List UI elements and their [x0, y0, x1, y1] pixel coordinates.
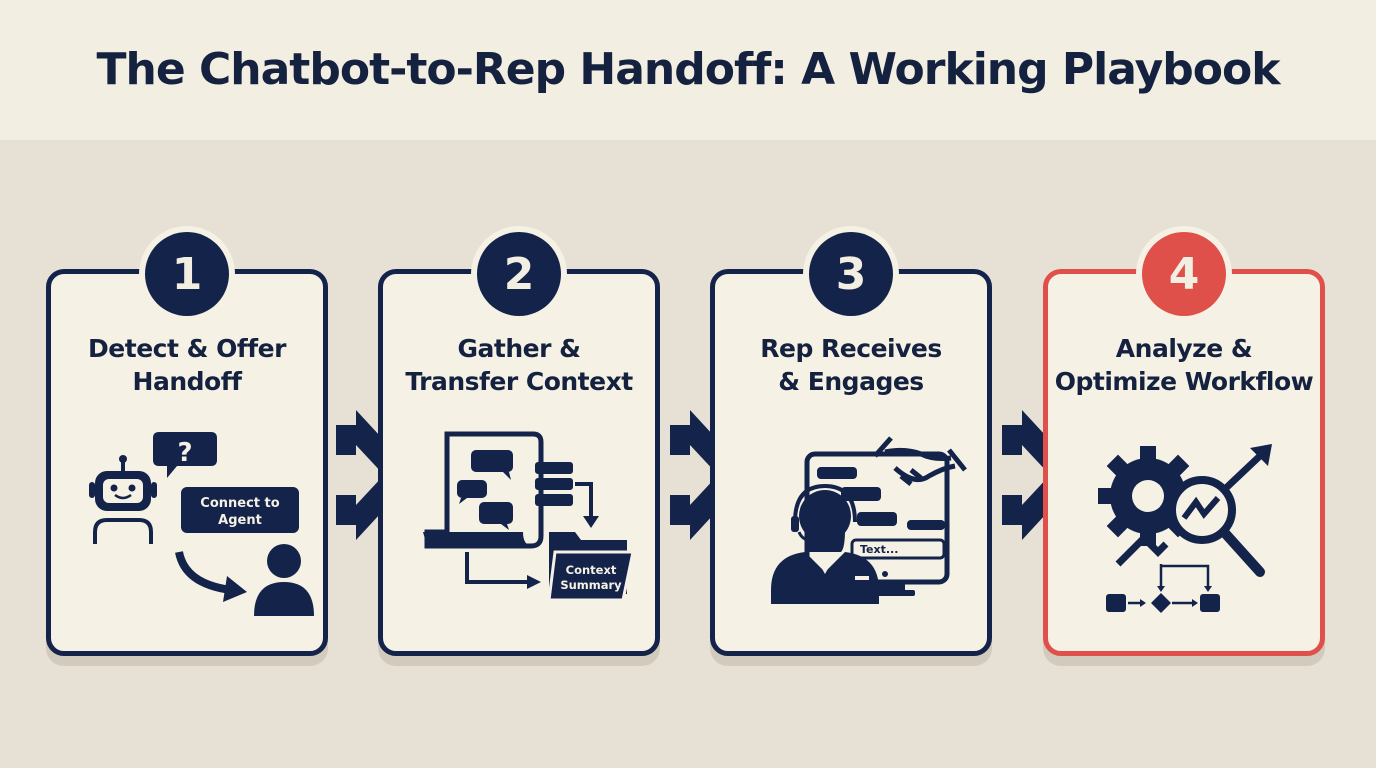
- curved-arrow-icon: [175, 551, 247, 602]
- step-title-line: Gather &: [457, 334, 581, 363]
- arrow-icon: [465, 552, 541, 589]
- step-title: Detect & Offer Handoff: [51, 332, 323, 398]
- svg-text:?: ?: [177, 438, 192, 468]
- step-2-illustration: Context Summary: [423, 431, 635, 602]
- svg-text:Context: Context: [566, 563, 617, 577]
- step-badge-ring: 3: [803, 226, 899, 322]
- trend-arrow-icon: [1115, 444, 1272, 567]
- step-title-line: Transfer Context: [405, 367, 633, 396]
- svg-text:Summary: Summary: [560, 578, 622, 592]
- step-badge-ring: 1: [139, 226, 235, 322]
- step-number-badge: 1: [145, 232, 229, 316]
- step-number-badge: 4: [1142, 232, 1226, 316]
- svg-text:Text...: Text...: [860, 543, 898, 556]
- step-title: Analyze & Optimize Workflow: [1048, 332, 1320, 398]
- step-card-1: 1 Detect & Offer Handoff ? Connect to Ag…: [46, 226, 328, 656]
- transcript-scroll-icon: [423, 431, 544, 549]
- svg-text:Connect to: Connect to: [200, 496, 279, 511]
- step-title: Rep Receives & Engages: [715, 332, 987, 398]
- step-title-line: Rep Receives: [760, 334, 942, 363]
- magnifier-chart-icon: [1168, 476, 1265, 577]
- arrow-right-icon: [336, 410, 416, 540]
- page-title: The Chatbot-to-Rep Handoff: A Working Pl…: [96, 43, 1281, 95]
- step-title-line: & Engages: [778, 367, 924, 396]
- header: The Chatbot-to-Rep Handoff: A Working Pl…: [0, 0, 1376, 140]
- step-card-4: 4 Analyze & Optimize Workflow: [1043, 226, 1325, 656]
- agent-headset-icon: [771, 483, 879, 604]
- handshake-icon: [873, 436, 967, 486]
- step-number-badge: 3: [809, 232, 893, 316]
- database-server-icon: [535, 462, 599, 528]
- step-title: Gather & Transfer Context: [383, 332, 655, 398]
- person-icon: [254, 544, 314, 616]
- step-title-line: Detect & Offer: [88, 334, 286, 363]
- step-title-line: Handoff: [132, 367, 242, 396]
- chat-bubbles-icon: [457, 450, 513, 530]
- step-number-badge: 2: [477, 232, 561, 316]
- step-1-illustration: ? Connect to Agent: [89, 432, 314, 616]
- step-card-2: 2 Gather & Transfer Context Context Summ…: [378, 226, 660, 656]
- svg-text:Agent: Agent: [218, 513, 262, 528]
- connect-to-agent-button: Connect to Agent: [181, 487, 299, 533]
- step-card-3: 3 Rep Receives & Engages Text...: [710, 226, 992, 656]
- step-badge-ring: 4: [1136, 226, 1232, 322]
- step-badge-ring: 2: [471, 226, 567, 322]
- step-4-illustration: [1098, 444, 1272, 613]
- flowchart-icon: [1106, 564, 1220, 613]
- step-title-line: Optimize Workflow: [1054, 367, 1314, 396]
- robot-icon: [89, 455, 157, 544]
- step-title-line: Analyze &: [1115, 334, 1253, 363]
- folder-icon: Context Summary: [547, 532, 635, 602]
- step-3-illustration: Text...: [771, 436, 967, 604]
- arrow-right-icon: [670, 410, 750, 540]
- arrow-right-icon: [1002, 410, 1082, 540]
- question-bubble-icon: ?: [153, 432, 217, 478]
